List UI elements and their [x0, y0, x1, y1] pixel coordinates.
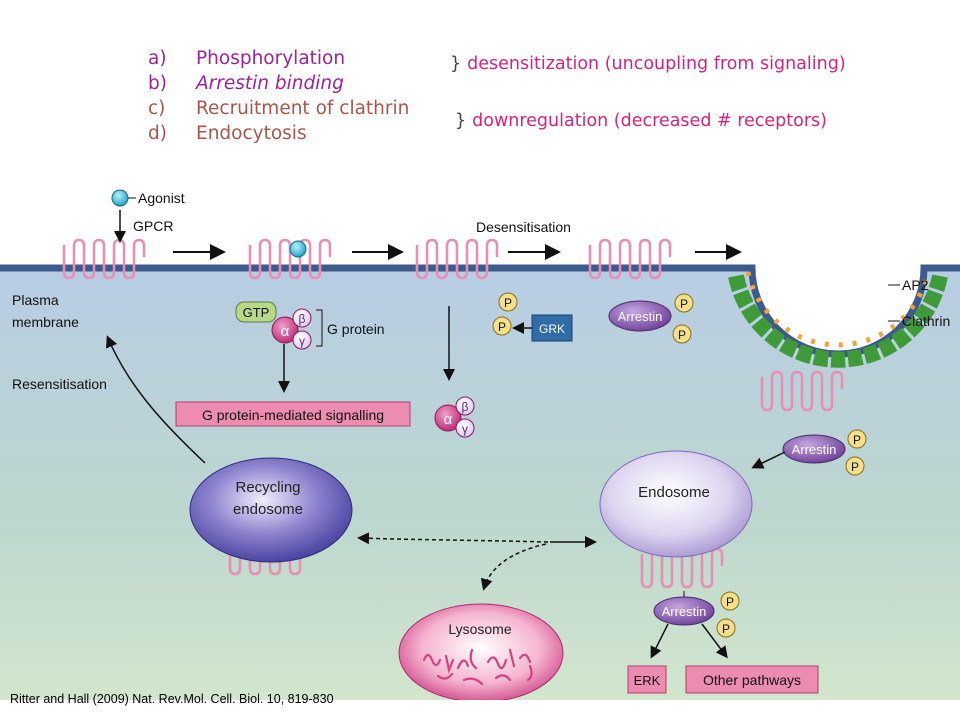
- brace-icon: }: [450, 54, 462, 74]
- step-text: Recruitment of clathrin: [196, 98, 410, 119]
- brace-icon: }: [455, 111, 467, 131]
- step-letter: b): [148, 73, 167, 94]
- g-protein-label: G protein: [327, 321, 385, 337]
- g-protein-bracket: [316, 309, 323, 347]
- svg-text:β: β: [462, 400, 469, 414]
- lysosome-label: Lysosome: [448, 621, 512, 637]
- arrestin-vesicle: [782, 434, 846, 464]
- svg-text:β: β: [299, 312, 306, 326]
- svg-text:α: α: [444, 411, 453, 428]
- gtp-box: [235, 301, 277, 323]
- erk-box: [627, 665, 667, 694]
- agonist-label: Agonist: [138, 190, 185, 206]
- g-gamma-subunit: [292, 330, 312, 350]
- free-g-alpha: [434, 404, 462, 432]
- g-beta-subunit: [292, 308, 312, 328]
- recycling-endosome: [189, 457, 353, 563]
- downregulation-note: }downregulation (decreased # receptors): [455, 111, 827, 131]
- downregulation-label: downregulation (decreased # receptors): [472, 111, 827, 131]
- step-phosphorylation: a) Phosphorylation: [148, 46, 409, 71]
- g-alpha-subunit: [271, 316, 299, 344]
- agonist-ligand-1: [111, 189, 129, 207]
- svg-text:P: P: [504, 296, 512, 310]
- lysosome: [398, 603, 564, 700]
- clathrin-coat: [728, 271, 948, 368]
- step-recruitment-clathrin: c) Recruitment of clathrin: [148, 96, 409, 121]
- erk-label: ERK: [634, 673, 661, 688]
- step-text: Arrestin binding: [196, 73, 344, 94]
- grk-label: GRK: [539, 322, 565, 336]
- gpcr-label: GPCR: [133, 218, 173, 234]
- step-arrestin-binding: b) Arrestin binding: [148, 71, 409, 96]
- svg-text:α: α: [281, 323, 290, 340]
- endosome-label: Endosome: [638, 484, 710, 501]
- clathrin-label: Clathrin: [902, 313, 950, 329]
- step-text: Phosphorylation: [196, 48, 346, 69]
- svg-text:Arrestin: Arrestin: [618, 309, 663, 324]
- desensitization-note: }desensitization (uncoupling from signal…: [450, 54, 846, 74]
- resensitisation-label: Resensitisation: [12, 376, 107, 392]
- step-text: Endocytosis: [196, 123, 307, 144]
- svg-text:P: P: [678, 328, 686, 342]
- degraded-receptor-fragments: [422, 648, 533, 686]
- svg-text:P: P: [853, 433, 861, 447]
- endosome: [599, 450, 753, 558]
- step-endocytosis: d) Endocytosis: [148, 121, 409, 146]
- step-letter: d): [148, 123, 167, 144]
- svg-text:Arrestin: Arrestin: [792, 442, 837, 457]
- cytoplasm: [0, 268, 960, 700]
- step-letter: c): [148, 98, 166, 119]
- svg-text:γ: γ: [299, 334, 305, 348]
- svg-text:P: P: [726, 595, 734, 609]
- desensitisation-label: Desensitisation: [476, 219, 571, 235]
- agonist-ligand-2: [289, 240, 307, 258]
- step-letter: a): [148, 48, 167, 69]
- arrestin-membrane: [608, 300, 672, 332]
- other-pathways-box: [685, 665, 819, 694]
- gtp-label: GTP: [243, 305, 270, 320]
- g-protein-signalling-box: [175, 401, 411, 427]
- svg-text:P: P: [680, 297, 688, 311]
- svg-text:P: P: [498, 320, 506, 334]
- ap2-label: AP2: [902, 277, 929, 293]
- svg-text:P: P: [851, 460, 859, 474]
- g-protein-signalling-label: G protein-mediated signalling: [202, 407, 384, 423]
- svg-text:Arrestin: Arrestin: [662, 604, 707, 619]
- citation: Ritter and Hall (2009) Nat. Rev.Mol. Cel…: [10, 692, 334, 706]
- steps-list: a) Phosphorylation b) Arrestin binding c…: [148, 46, 409, 146]
- svg-text:P: P: [722, 622, 730, 636]
- other-pathways-label: Other pathways: [703, 672, 801, 688]
- arrestin-endosome: [653, 596, 715, 626]
- desensitization-label: desensitization (uncoupling from signali…: [467, 54, 846, 74]
- svg-text:γ: γ: [462, 422, 468, 436]
